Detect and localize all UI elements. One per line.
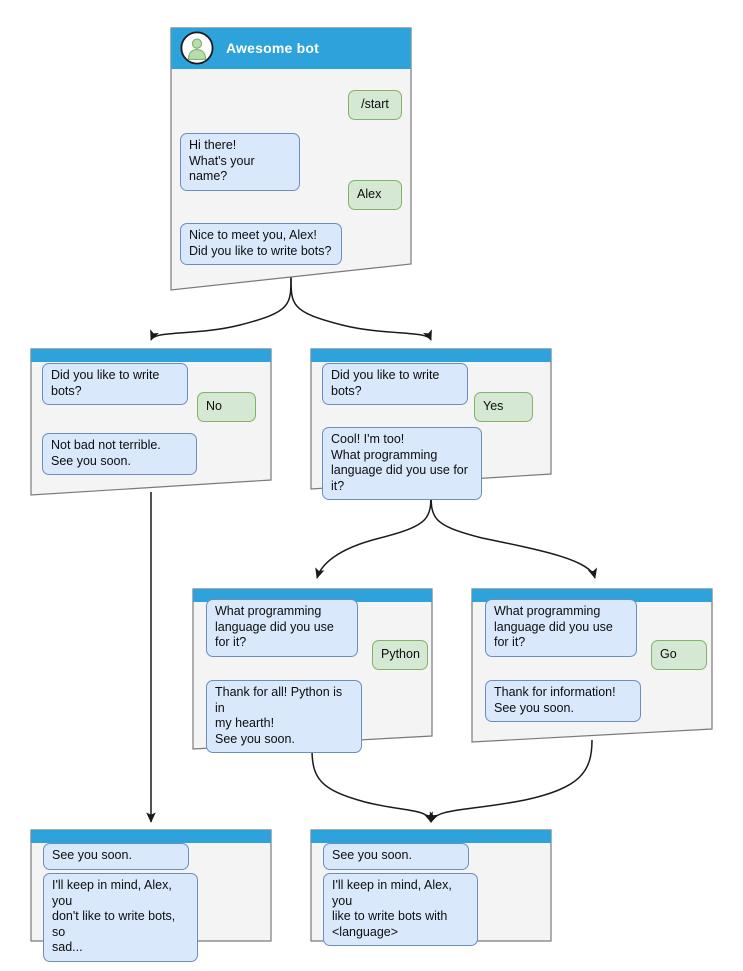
person-avatar-icon [180,31,214,65]
message-bot-thanks-python[interactable]: Thank for all! Python is in my hearth! S… [206,680,362,753]
message-bot-question[interactable]: What programming language did you use fo… [206,599,358,657]
card-answer-no[interactable]: Did you like to write bots? No Not bad n… [30,348,272,496]
message-user-go[interactable]: Go [651,640,707,670]
card-lang-go[interactable]: What programming language did you use fo… [471,588,713,743]
message-bot-question[interactable]: What programming language did you use fo… [485,599,637,657]
card-start-header: Awesome bot [170,27,412,69]
edge-yes-to-go [430,489,598,579]
message-bot-question[interactable]: Did you like to write bots? [322,363,468,405]
message-user-python[interactable]: Python [372,640,428,670]
message-bot-cool[interactable]: Cool! I'm too! What programming language… [322,427,482,500]
message-bot-see-you-soon[interactable]: See you soon. [323,843,469,870]
message-bot-nice-to-meet[interactable]: Nice to meet you, Alex! Did you like to … [180,223,342,265]
message-bot-thanks-info[interactable]: Thank for information! See you soon. [485,680,641,722]
edge-python-to-end-happy [311,748,433,823]
edge-yes-to-python [315,489,432,579]
message-user-start[interactable]: /start [348,90,402,120]
card-end-sad[interactable]: See you soon. I'll keep in mind, Alex, y… [30,829,272,962]
message-bot-question[interactable]: Did you like to write bots? [42,363,188,405]
message-bot-see-you-soon[interactable]: See you soon. [43,843,189,870]
message-bot-not-bad[interactable]: Not bad not terrible. See you soon. [42,433,197,475]
message-bot-keep-in-mind-happy[interactable]: I'll keep in mind, Alex, you like to wri… [323,873,478,946]
message-user-no[interactable]: No [197,392,256,422]
message-bot-keep-in-mind-sad[interactable]: I'll keep in mind, Alex, you don't like … [43,873,198,962]
edge-go-to-end-happy [429,739,593,823]
card-answer-yes[interactable]: Did you like to write bots? Yes Cool! I'… [310,348,552,500]
message-user-name[interactable]: Alex [348,180,402,210]
card-start-title: Awesome bot [226,40,319,56]
message-user-yes[interactable]: Yes [474,392,533,422]
card-start[interactable]: Awesome bot /start Hi there! What's your… [170,27,412,291]
message-bot-greeting[interactable]: Hi there! What's your name? [180,133,300,191]
card-lang-python[interactable]: What programming language did you use fo… [192,588,433,753]
card-end-happy[interactable]: See you soon. I'll keep in mind, Alex, y… [310,829,552,946]
